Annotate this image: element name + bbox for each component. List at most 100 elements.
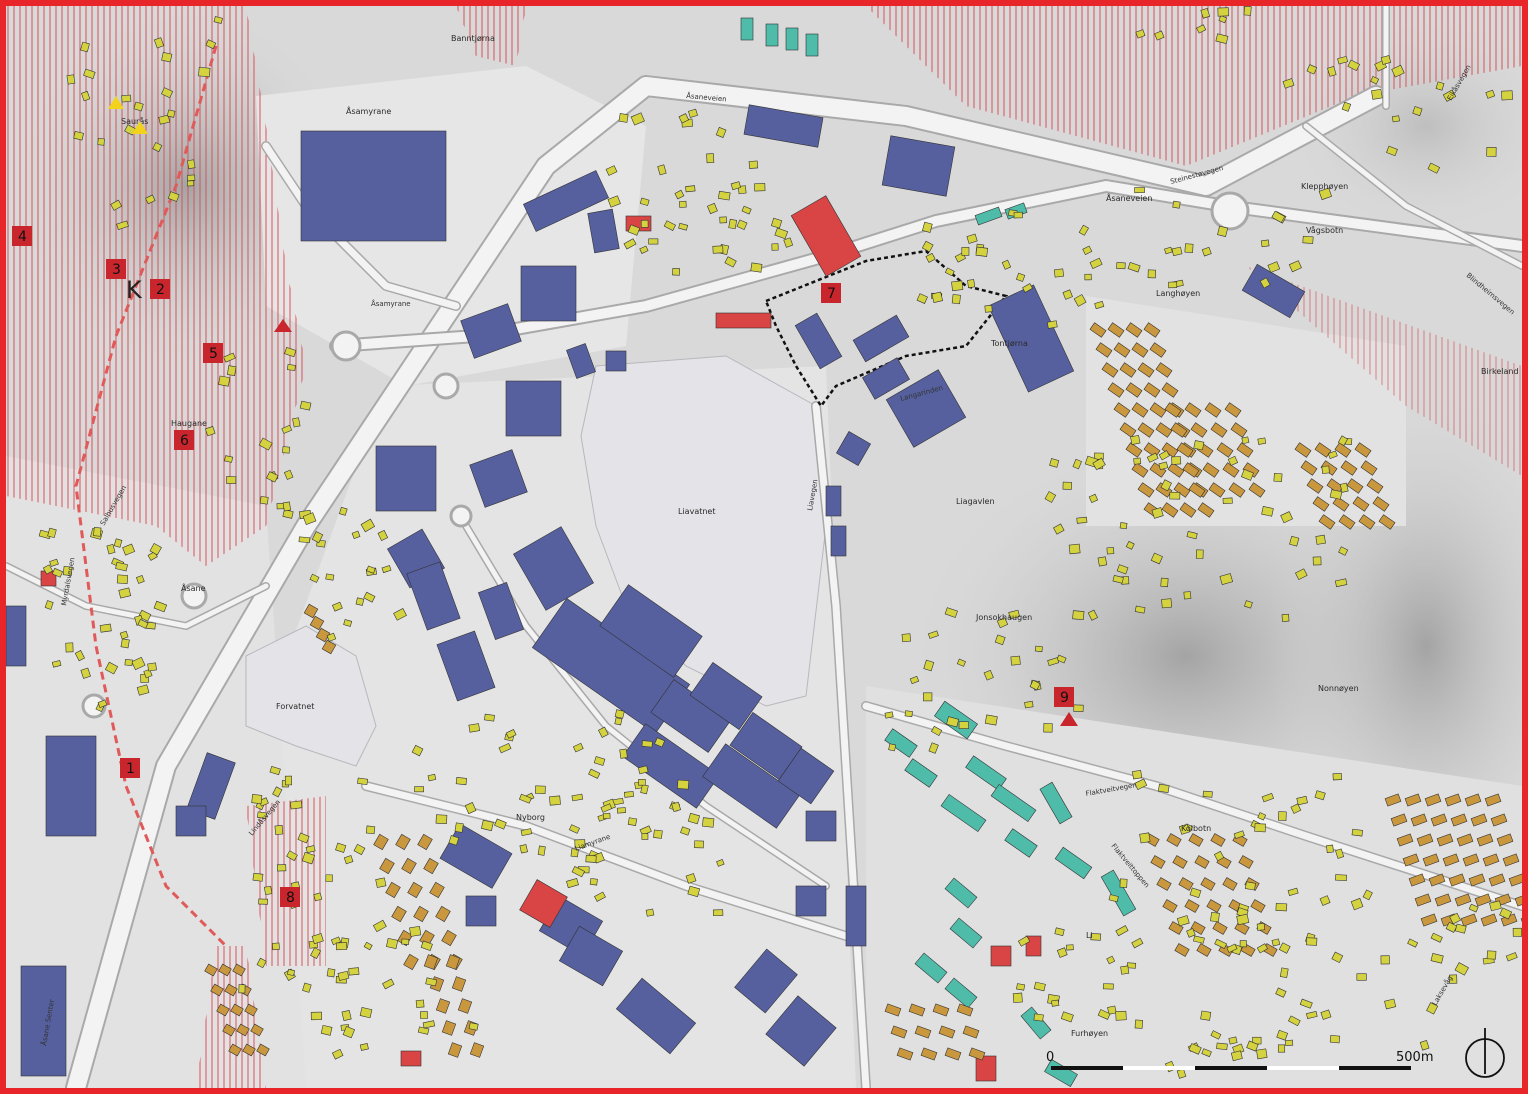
- rowhouse-building: [1294, 442, 1312, 458]
- site-marker-7[interactable]: 7: [821, 283, 841, 303]
- rowhouse-building: [896, 1047, 914, 1061]
- detached-house: [946, 716, 960, 728]
- rowhouse-building: [1107, 322, 1125, 338]
- detached-house: [627, 817, 638, 826]
- rowhouse-building: [1442, 853, 1460, 867]
- alert-triangle-icon[interactable]: [274, 319, 292, 332]
- site-marker-box: [120, 758, 140, 778]
- site-marker-4[interactable]: 4: [12, 226, 32, 246]
- site-marker-label: 2: [156, 282, 165, 298]
- detached-house: [464, 802, 477, 815]
- detached-house: [1445, 921, 1458, 933]
- detached-house: [272, 942, 280, 951]
- detached-house: [1427, 162, 1441, 174]
- detached-house: [1320, 1009, 1332, 1020]
- rowhouse-building: [1150, 855, 1166, 869]
- detached-house: [1134, 187, 1145, 194]
- detached-house: [1073, 704, 1084, 712]
- detached-house: [1116, 262, 1126, 270]
- detached-house: [1082, 245, 1093, 256]
- site-marker-3[interactable]: 3: [106, 259, 126, 279]
- rowhouse-building: [315, 627, 331, 643]
- rowhouse-building: [1480, 913, 1498, 927]
- detached-house: [448, 835, 460, 846]
- site-marker-5[interactable]: 5: [203, 343, 223, 363]
- detached-house: [213, 16, 223, 24]
- rowhouse-building: [1168, 921, 1184, 935]
- rowhouse-building: [1161, 382, 1179, 398]
- detached-house: [1135, 29, 1146, 39]
- detached-house: [927, 630, 939, 639]
- detached-house: [1102, 983, 1114, 990]
- detached-house: [1017, 935, 1031, 947]
- warning-triangle-icon[interactable]: [132, 121, 148, 134]
- detached-house: [1201, 246, 1212, 257]
- detached-house: [616, 807, 626, 814]
- warning-triangle-icon[interactable]: [108, 96, 124, 109]
- rowhouse-building: [210, 983, 224, 997]
- detached-house: [1468, 903, 1479, 913]
- detached-house: [1072, 610, 1085, 621]
- detached-house: [83, 68, 96, 79]
- detached-house: [1092, 457, 1106, 471]
- detached-house: [1029, 679, 1041, 691]
- site-marker-2[interactable]: 2: [150, 279, 170, 299]
- detached-house: [1195, 549, 1204, 559]
- detached-house: [1119, 878, 1128, 888]
- map-canvas[interactable]: BanntjørnaÅsaneveienÅsamyraneSauråsHauga…: [6, 6, 1522, 1088]
- detached-house: [571, 866, 585, 878]
- detached-house: [1125, 540, 1135, 550]
- rowhouse-building: [1462, 853, 1480, 867]
- detached-house: [1034, 645, 1043, 653]
- detached-house: [1339, 482, 1349, 493]
- detached-house: [1275, 903, 1288, 912]
- detached-house: [1295, 568, 1308, 581]
- rowhouse-building: [1184, 402, 1202, 418]
- rowhouse-building: [1125, 442, 1143, 458]
- detached-house: [707, 202, 718, 215]
- rowhouse-building: [1137, 422, 1155, 438]
- detached-house: [1216, 1042, 1228, 1051]
- detached-house: [455, 777, 467, 786]
- detached-house: [137, 619, 149, 629]
- apartment-building: [940, 793, 987, 833]
- detached-house: [614, 709, 625, 719]
- commercial-building: [375, 445, 437, 512]
- alert-triangle-icon[interactable]: [1060, 712, 1078, 726]
- rowhouse-building: [1250, 899, 1266, 913]
- detached-house: [570, 848, 579, 858]
- detached-house: [325, 573, 335, 581]
- rowhouse-building: [1131, 342, 1149, 358]
- detached-house: [1222, 497, 1233, 505]
- detached-house: [593, 756, 606, 766]
- detached-house: [571, 793, 584, 802]
- detached-house: [198, 66, 211, 78]
- detached-house: [1089, 257, 1103, 270]
- detached-house: [1106, 955, 1116, 965]
- site-marker-6[interactable]: 6: [174, 430, 194, 450]
- commercial-building: [599, 584, 703, 678]
- rowhouse-building: [423, 954, 439, 970]
- detached-house: [51, 660, 62, 668]
- rowhouse-building: [385, 881, 401, 899]
- rowhouse-building: [1164, 402, 1182, 418]
- rowhouse-building: [1496, 833, 1514, 847]
- site-marker-9[interactable]: 9: [1054, 687, 1074, 707]
- detached-house: [706, 153, 715, 164]
- detached-house: [73, 131, 84, 141]
- rowhouse-building: [890, 1025, 908, 1039]
- detached-house: [1184, 243, 1194, 254]
- detached-house: [187, 159, 196, 170]
- detached-house: [688, 108, 698, 118]
- detached-house: [1419, 1040, 1430, 1051]
- detached-house: [133, 101, 144, 112]
- commercial-building: [845, 885, 867, 947]
- site-marker-1[interactable]: 1: [120, 758, 140, 778]
- rowhouse-building: [441, 1020, 457, 1036]
- rowhouse-building: [1125, 322, 1143, 338]
- site-marker-8[interactable]: 8: [280, 887, 300, 907]
- rowhouse-building: [1089, 322, 1107, 338]
- detached-house: [1277, 1044, 1286, 1053]
- site-marker-label: 1: [126, 761, 135, 777]
- rowhouse-building: [242, 1043, 256, 1057]
